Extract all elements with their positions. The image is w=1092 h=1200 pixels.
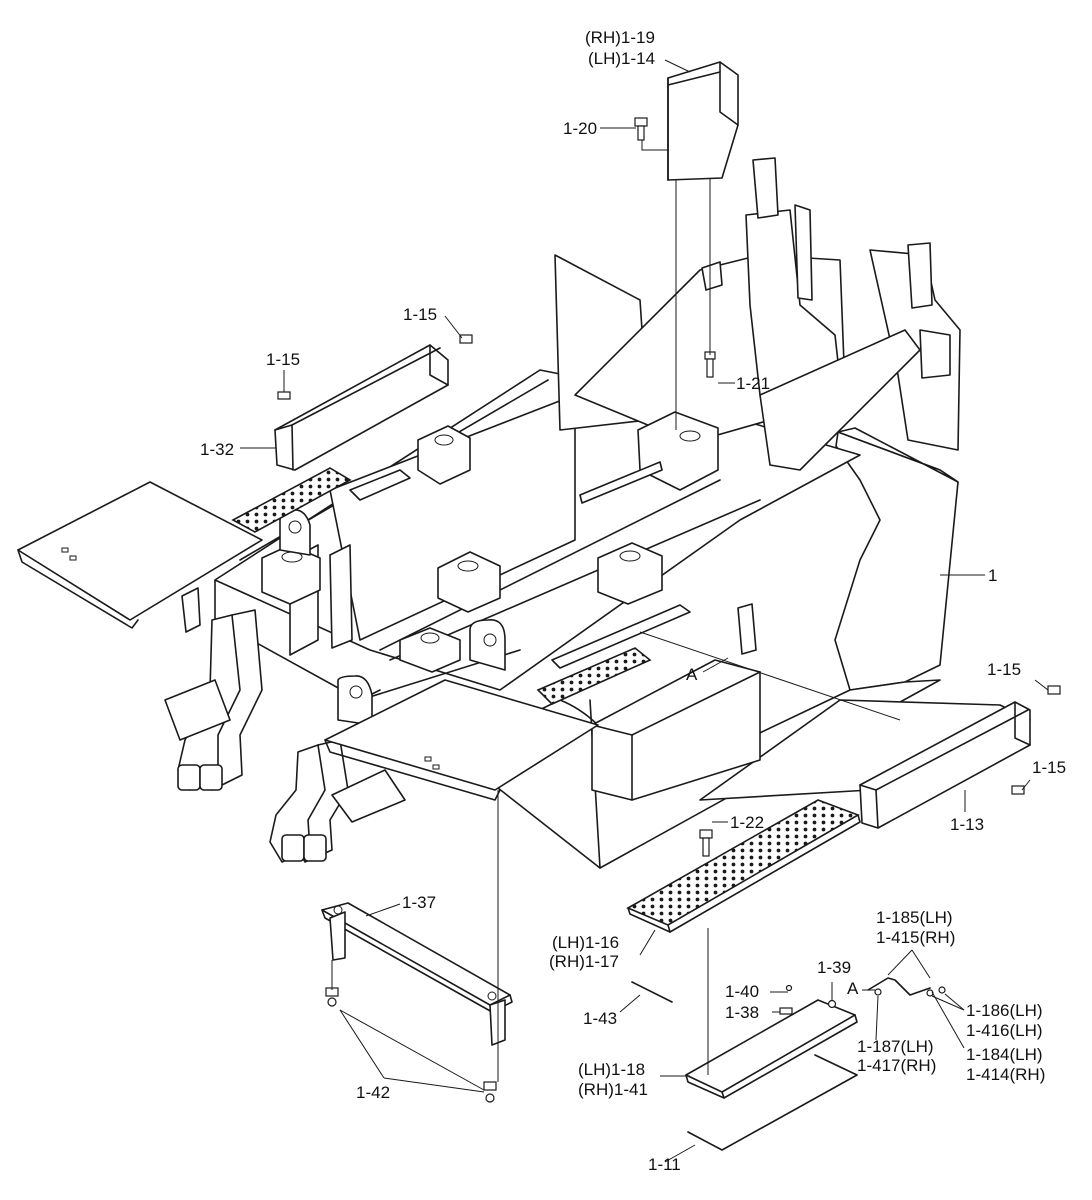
label-lh-1-18: (LH)1-18 <box>578 1060 645 1079</box>
part-labels: (RH)1-19 (LH)1-14 1-20 1-15 1-15 1-21 1-… <box>200 28 1066 1174</box>
label-lh-1-14: (LH)1-14 <box>588 49 655 68</box>
label-1-37: 1-37 <box>402 893 436 912</box>
label-1-32: 1-32 <box>200 440 234 459</box>
label-1-20: 1-20 <box>563 119 597 138</box>
label-1-416-lh: 1-416(LH) <box>966 1021 1043 1040</box>
label-1-38: 1-38 <box>725 1003 759 1022</box>
strap-1-185-1-415 <box>867 977 931 996</box>
cover-1-14-1-19 <box>667 61 739 291</box>
label-rh-1-19: (RH)1-19 <box>585 28 655 47</box>
bracket-1-37 <box>321 902 513 1046</box>
label-1-417-rh: 1-417(RH) <box>857 1056 936 1075</box>
label-1-42: 1-42 <box>356 1083 390 1102</box>
label-rh-1-41: (RH)1-41 <box>578 1080 648 1099</box>
hardware <box>277 117 1061 1103</box>
label-1-39: 1-39 <box>817 958 851 977</box>
label-a-main: A <box>686 665 698 684</box>
label-1-40: 1-40 <box>725 982 759 1001</box>
label-1-414-rh: 1-414(RH) <box>966 1065 1045 1084</box>
label-1-186-lh: 1-186(LH) <box>966 1001 1043 1020</box>
leader-lines <box>240 59 1049 1163</box>
label-1-15-lower: 1-15 <box>1032 758 1066 777</box>
label-1-15-top: 1-15 <box>403 305 437 324</box>
label-1-13: 1-13 <box>950 815 984 834</box>
rod-1-43 <box>631 981 673 1003</box>
label-1-43: 1-43 <box>583 1009 617 1028</box>
label-1-185-lh: 1-185(LH) <box>876 908 953 927</box>
label-1-21: 1-21 <box>736 374 770 393</box>
label-1-11: 1-11 <box>648 1155 681 1174</box>
label-1-187-lh: 1-187(LH) <box>857 1037 934 1056</box>
label-lh-1-16: (LH)1-16 <box>552 933 619 952</box>
label-1-22: 1-22 <box>730 813 764 832</box>
label-1-184-lh: 1-184(LH) <box>966 1045 1043 1064</box>
step-plate-1-16-1-17 <box>626 799 861 933</box>
label-a-detail: A <box>847 979 859 998</box>
rod-1-11 <box>687 1054 859 1151</box>
label-1-15-right: 1-15 <box>987 660 1021 679</box>
label-rh-1-17: (RH)1-17 <box>549 952 619 971</box>
label-1: 1 <box>988 566 997 585</box>
cover-1-32 <box>274 344 449 471</box>
label-1-15-left: 1-15 <box>266 350 300 369</box>
main-frame <box>17 157 1031 869</box>
plate-1-18-1-41 <box>685 999 858 1099</box>
cover-1-13 <box>859 701 1031 829</box>
label-1-415-rh: 1-415(RH) <box>876 928 955 947</box>
